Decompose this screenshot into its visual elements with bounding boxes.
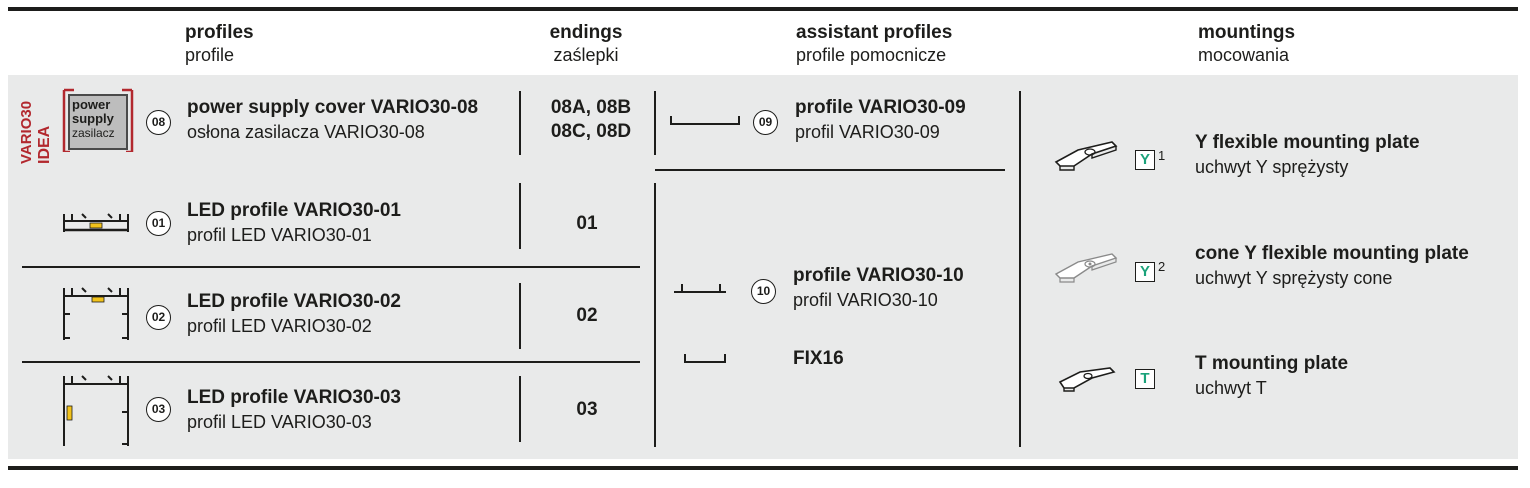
endings-03: 03 [576, 399, 598, 420]
profile-02-section-icon [63, 287, 129, 340]
divider [654, 183, 656, 447]
fix16-label: FIX16 [793, 348, 844, 369]
brand-vario30-idea: VARIO30 IDEA [18, 100, 53, 164]
t-plate-icon [1058, 367, 1116, 392]
divider [519, 376, 521, 442]
header-profiles: profiles profile [185, 22, 254, 65]
y-flexible-plate-icon [1054, 141, 1118, 171]
cone-y-flexible-plate-icon [1054, 253, 1118, 283]
profile-02-label: LED profile VARIO30-02 profil LED VARIO3… [187, 291, 401, 336]
power-supply-icon: power supply zasilacz [62, 86, 134, 152]
profile-01-label: LED profile VARIO30-01 profil LED VARIO3… [187, 200, 401, 245]
profile-number-badge: 01 [146, 211, 171, 236]
divider [519, 283, 521, 349]
endings-02: 02 [576, 305, 598, 326]
mounting-cone-y-flexible-label: cone Y flexible mounting plate uchwyt Y … [1195, 243, 1469, 288]
mounting-y-flexible-label: Y flexible mounting plate uchwyt Y spręż… [1195, 132, 1420, 177]
header-assistant-profiles: assistant profiles profile pomocnicze [796, 22, 953, 65]
mounting-superscript: 1 [1158, 148, 1166, 163]
top-rule [8, 7, 1518, 11]
divider [519, 183, 521, 249]
mounting-superscript: 2 [1158, 259, 1166, 274]
profile-number-badge: 10 [751, 279, 776, 304]
profile-09-section-icon [670, 116, 740, 125]
profile-03-label: LED profile VARIO30-03 profil LED VARIO3… [187, 387, 401, 432]
assistant-profile-10-label: profile VARIO30-10 profil VARIO30-10 [793, 265, 964, 310]
endings-08: 08A, 08B 08C, 08D [550, 97, 632, 142]
fix16-section-icon [684, 354, 726, 363]
assistant-profile-09-label: profile VARIO30-09 profil VARIO30-09 [795, 97, 966, 142]
profile-10-section-icon [674, 284, 726, 293]
profile-number-badge: 03 [146, 397, 171, 422]
profile-01-section-icon [63, 213, 129, 232]
header-mountings: mountings mocowania [1198, 22, 1296, 65]
divider [519, 91, 521, 155]
separator [22, 266, 640, 268]
profile-number-badge: 09 [753, 110, 778, 135]
separator [655, 169, 1005, 171]
profile-03-section-icon [63, 375, 129, 446]
separator [22, 361, 640, 363]
header-endings: endings zaślepki [549, 22, 623, 65]
mounting-t-plate-label: T mounting plate uchwyt T [1195, 353, 1349, 398]
mounting-type-badge: Y [1135, 150, 1155, 170]
mounting-type-badge: T [1135, 369, 1155, 389]
profile-08-label: power supply cover VARIO30-08 osłona zas… [187, 97, 479, 142]
bottom-rule [8, 466, 1518, 470]
divider [1019, 91, 1021, 447]
endings-01: 01 [576, 213, 598, 234]
mounting-type-badge: Y [1135, 262, 1155, 282]
divider [654, 91, 656, 155]
profile-number-badge: 02 [146, 305, 171, 330]
profile-number-badge: 08 [146, 110, 171, 135]
